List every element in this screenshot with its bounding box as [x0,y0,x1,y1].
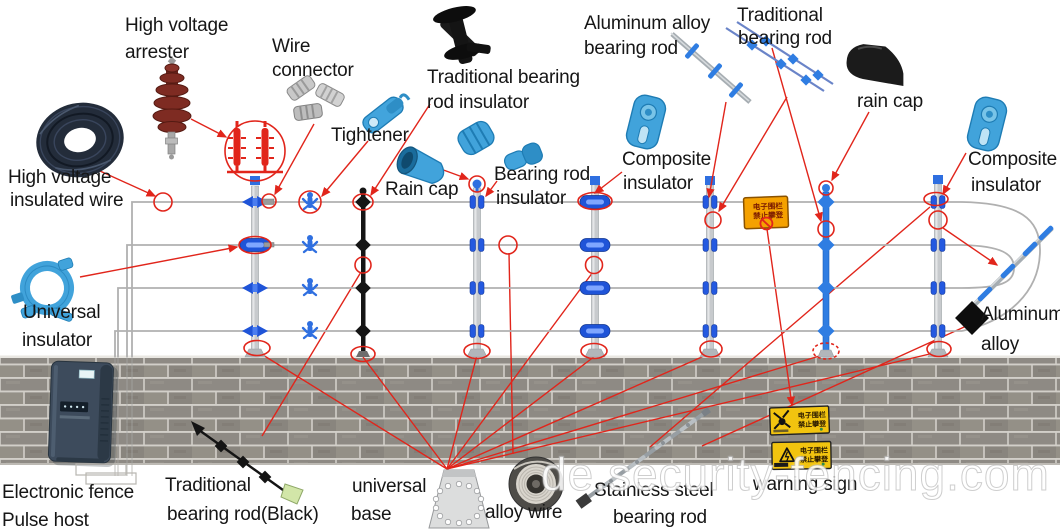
universal-base-image [428,469,490,529]
label-traditional-bearing-rod-black-1: Traditional [165,475,251,496]
label-bearing-rod-insulator-2: insulator [496,188,567,209]
black-insulator-image [433,6,491,65]
post-2-black [356,187,370,357]
label-aluminum-alloy-bearing-rod-1: Aluminum alloy [584,13,711,34]
insulated-wire-coil-image [36,102,124,178]
label-traditional-bearing-rod-black-2: bearing rod(Black) [167,504,319,525]
electrocution-icon [773,409,791,430]
rain-cap-blue-image [396,146,445,185]
wire-connector-image [286,75,345,121]
post-3 [466,179,488,358]
label-alloy-wire: alloy wire [485,502,563,523]
composite-insulator-right-image [964,94,1010,154]
label-tightener: Tightener [331,125,409,146]
label-high-voltage-arrester-2: arrester [125,42,189,63]
label-traditional-bearing-rod-insulator-2: rod insulator [427,92,529,113]
label-composite-insulator-right-2: insulator [971,175,1042,196]
aluminum-alloy-right-image [955,224,1055,335]
arrester-symbol [227,121,283,174]
rain-cap-black-image [846,44,904,87]
post-5 [699,176,721,358]
label-bearing-rod-insulator-1: Bearing rod [494,164,591,185]
label-aluminum-alloy-bearing-rod-2: bearing rod [584,38,678,59]
label-wire-connector-2: connector [272,60,354,81]
fence-posts [244,175,949,358]
label-high-voltage-arrester-1: High voltage [125,15,229,36]
label-pulse-host: Pulse host [2,510,89,530]
tightener-image [362,93,411,134]
wire-drops [114,357,133,476]
arrester-image [152,56,192,160]
label-universal-insulator-1: Universal [23,302,101,323]
label-traditional-bearing-rod-insulator-1: Traditional bearing [427,67,580,88]
wall-leader-lines [257,206,974,470]
fence-warning-sign: 电子围栏 禁止攀登 [742,195,790,231]
label-aluminum-alloy-2: alloy [981,334,1020,355]
label-electronic-fence: Electronic fence [2,482,134,503]
label-aluminum-alloy-1: Aluminum [981,304,1060,325]
alloy-wire-spool-image [508,456,564,512]
aluminum-rod-image [670,32,752,104]
top-leader-lines [79,47,999,278]
black-rod-bottom-image [191,421,304,505]
wire-tighteners [301,190,319,340]
bearing-rod-insulator-image [457,120,543,171]
wire-connector-fitting-2 [263,242,275,248]
label-composite-insulator-right-1: Composite [968,149,1058,170]
host-brackets [75,463,137,485]
label-composite-insulator-left-1: Composite [622,149,712,170]
label-high-voltage-insulated-wire-2: insulated wire [10,190,124,211]
label-universal-base-1: universal [352,476,427,497]
post-6-blue [817,184,835,358]
label-traditional-bearing-rod-2: bearing rod [738,28,832,49]
composite-insulator-left-image [623,92,669,152]
wall-warning-sign-top: 电子围栏 禁止攀登 [768,405,831,436]
universal-insulator-image [11,257,74,322]
label-rain-cap-left: Rain cap [385,179,459,200]
label-universal-base-2: base [351,504,392,525]
host-label [78,369,95,379]
wall-sign-bottom-line2: 禁止攀登 [799,455,829,465]
wall-warning-sign-bottom: 电子围栏 禁止攀登 [771,440,832,471]
red-markers [153,120,952,363]
fence-sign-line1: 电子围栏 [753,200,784,211]
wall-sign-top-line1: 电子围栏 [798,410,826,420]
high-voltage-triangle-icon [779,447,796,463]
prohibition-icon [759,216,774,231]
label-wire-connector-1: Wire [272,36,311,57]
label-traditional-bearing-rod-1: Traditional [737,5,823,26]
wire-connector-fitting [261,198,275,205]
pulse-host-image [47,360,119,467]
fence-sign-line2: 禁止攀登 [753,209,784,220]
wall-sign-top-line2: 禁止攀登 [797,419,827,429]
label-composite-insulator-left-2: insulator [623,173,694,194]
label-stainless-steel-bearing-rod-1: Stainless steel [594,480,714,501]
wall-sign-bottom-line1: 电子围栏 [800,446,828,455]
host-display [59,401,89,413]
label-rain-cap-right: rain cap [857,91,923,112]
label-stainless-steel-bearing-rod-2: bearing rod [613,507,707,528]
label-universal-insulator-2: insulator [22,330,93,351]
label-warning-sign: warning sign [753,474,858,495]
stainless-rod-image [575,407,711,509]
label-high-voltage-insulated-wire-1: High voltage [8,167,112,188]
